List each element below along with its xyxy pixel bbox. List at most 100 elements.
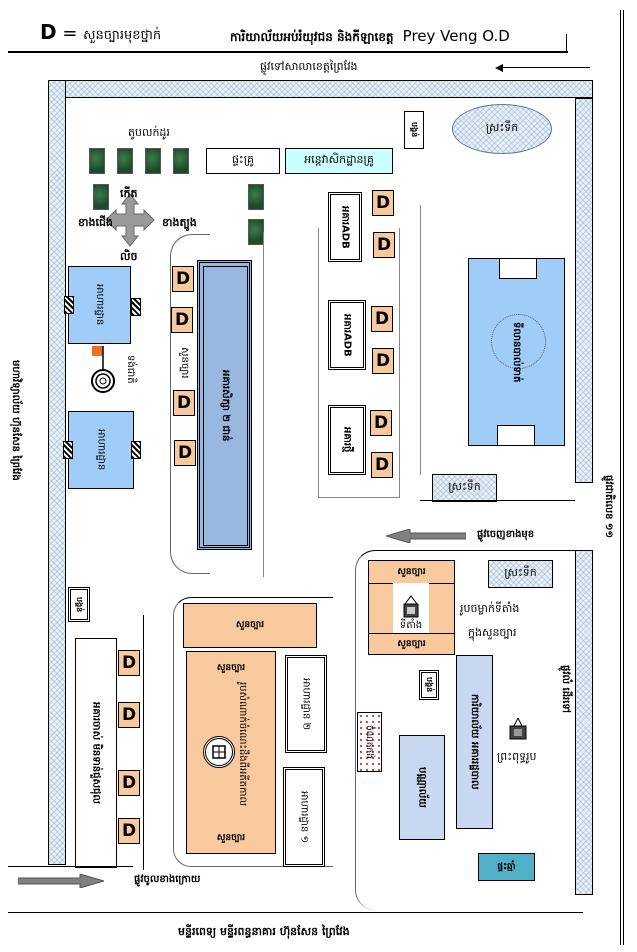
building-adb-1: អគារADB	[328, 192, 362, 262]
tree-icon	[248, 219, 264, 245]
right-edge-line	[620, 10, 624, 945]
goal-top	[499, 258, 537, 279]
garden-strip-top: សួនច្បារ	[369, 561, 454, 584]
garden-d: D	[173, 390, 195, 416]
path-line	[263, 232, 264, 577]
admin-building: ការិយាល័យ អគាររដ្ឋបាល	[456, 655, 493, 829]
path-line	[420, 205, 421, 475]
pond-mid: ស្រះទឹក	[432, 474, 497, 502]
exit-arrow-icon	[384, 528, 467, 544]
statue-garden: សួនច្បារ ទីតាំង សួនច្បារ	[368, 560, 455, 655]
garden-d: D	[118, 650, 140, 676]
flagpole-icon	[90, 345, 130, 393]
stupa-label: ព្រះពុទ្ធរូប	[497, 750, 537, 763]
path-line	[318, 497, 400, 498]
flag-label: ទង់ជាតិ	[125, 355, 136, 384]
wall-right-lower	[575, 550, 593, 895]
teacher-center: អន្តេវាសិកដ្ឋានគ្រូ	[285, 148, 393, 174]
lower-mid-building-1: អាហារដ្ឋាន ២	[285, 655, 327, 753]
trees-label: តូបលក់ដូរ	[128, 126, 170, 139]
garden-d: D	[371, 306, 393, 332]
right-path-label: ផ្លូវលំ ដើរទៅ	[560, 665, 571, 713]
path-line	[399, 228, 400, 498]
main-building: អគារសិក្សា ២ ជាន់	[197, 260, 252, 550]
tree-icon	[93, 184, 109, 210]
compass-west: ខាងជើង	[78, 216, 113, 229]
monument-icon	[203, 736, 235, 768]
center-zone	[173, 597, 333, 867]
bottom-road-label: មន្ទីរពេទ្យ មន្ទីរពន្ធនាគារ ហ៊ុនសែន ព្រៃ…	[178, 925, 350, 938]
flower-label: សួនច្បារ	[179, 347, 190, 379]
library-building: បណ្ណាល័យ	[399, 735, 445, 840]
pond-right: ស្រះទឹក	[488, 560, 553, 588]
small-left-box: បង្គន់	[68, 587, 90, 622]
garden-d: D	[118, 702, 140, 728]
garden-d: D	[371, 452, 393, 478]
pond-top: ស្រះទឹក	[452, 104, 552, 154]
door-icon	[131, 298, 141, 316]
lower-mid-building-2: អាហារដ្ឋាន ១	[283, 767, 325, 867]
compass-east: ខាងត្បូង	[162, 216, 197, 229]
garden-d: D	[171, 307, 193, 333]
header-underline	[8, 51, 568, 53]
left-building-2: អាហារដ្ឋាន	[68, 411, 134, 489]
building-adb-2: អគារADB	[328, 300, 366, 370]
bottom-line	[8, 912, 583, 913]
compass-arrows-icon	[105, 193, 155, 247]
garden-top-block: សួនច្បារ	[183, 603, 317, 648]
top-road-arrow	[500, 67, 590, 68]
tree-icon	[89, 148, 105, 174]
center-garden: សួនច្បារ រូបសំណាក់ចំណេះដឹងពីអតីតកាល សួនច…	[186, 651, 276, 854]
title-khmer: ការិយាល័យអប់រំយុវជន និងកីឡាខេត្ត	[230, 30, 394, 44]
page-title: ការិយាល័យអប់រំយុវជន និងកីឡាខេត្ត Prey Ve…	[230, 26, 510, 47]
statue-caption-2: ក្នុងសួនច្បារ	[468, 626, 517, 639]
road-edge	[420, 500, 575, 501]
bottom-road-edge	[8, 866, 133, 867]
statue-box: ទីតាំង	[393, 583, 429, 633]
entrance-arrow-icon	[17, 873, 106, 889]
path-line	[143, 615, 144, 870]
garden-d: D	[372, 190, 394, 216]
wall-top	[48, 80, 593, 98]
legend-equals: =	[62, 23, 78, 44]
garden-d: D	[370, 410, 392, 436]
wall-left	[48, 80, 66, 865]
exit-road-label: ផ្លូវចេញខាងមុខ	[477, 529, 535, 540]
legend-symbol: D	[40, 20, 57, 44]
tree-icon	[117, 148, 133, 174]
guard-house: ផ្ទះឆ្មាំ	[478, 853, 535, 881]
compass-south: លិច	[120, 250, 138, 263]
building-new: អគារថ្មី	[328, 405, 366, 475]
wall-right-upper	[575, 98, 593, 483]
goal-bottom	[497, 425, 535, 446]
tree-icon	[145, 148, 161, 174]
path-line	[318, 228, 319, 498]
legend: D = សួនច្បារមុខថ្នាក់	[40, 20, 161, 46]
header-tick	[566, 34, 567, 53]
compass	[98, 190, 168, 270]
garden-d: D	[118, 818, 140, 844]
small-top-building: បង្គន់	[404, 111, 424, 149]
door-icon	[131, 441, 141, 459]
staff-house: ផ្ទះគ្រូ	[206, 148, 280, 174]
stupa-icon	[508, 716, 528, 740]
road-curve	[170, 234, 210, 574]
legend-text: សួនច្បារមុខថ្នាក់	[83, 28, 162, 43]
divider	[420, 200, 421, 500]
title-latin: Prey Veng O.D	[402, 27, 510, 45]
tree-icon	[248, 184, 264, 210]
parking-box: ចំណតកង់	[357, 712, 382, 772]
statue-caption-1: រូបចម្លាក់ទីតាំង	[460, 602, 520, 615]
top-arrow-head-icon	[495, 64, 503, 72]
right-road-label: ផ្លូវជាតិលេខ ១១	[603, 475, 614, 539]
garden-d: D	[373, 232, 395, 258]
center-garden-label: រូបសំណាក់ចំណេះដឹងពីអតីតកាល	[237, 682, 248, 807]
door-icon	[64, 296, 74, 314]
garden-d: D	[172, 266, 194, 292]
garden-d: D	[372, 348, 394, 374]
left-long-building: អគារចាស់ មិនទាន់ជួសជុល	[75, 638, 117, 868]
door-icon	[63, 441, 73, 459]
small-building-r1: បង្គន់	[419, 670, 439, 700]
tree-icon	[173, 148, 189, 174]
entrance-road-label: ផ្លូវចូលខាងក្រោយ	[134, 874, 201, 885]
